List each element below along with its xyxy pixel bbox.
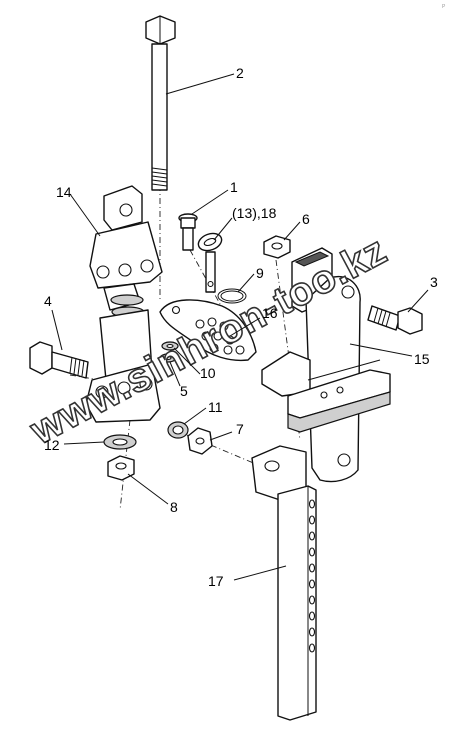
part-9-spring-clip (217, 288, 247, 304)
callout-7: 7 (236, 421, 244, 437)
callout-5: 5 (180, 383, 188, 399)
callout-2: 2 (236, 65, 244, 81)
part-2-long-bolt (145, 15, 176, 191)
callout-11: 11 (208, 399, 223, 415)
callout-10: 10 (200, 365, 216, 381)
part-17-perforated-bar (277, 485, 317, 721)
callout-14: 14 (56, 184, 72, 200)
callout-12: 12 (44, 437, 60, 453)
part-15-main-housing (251, 247, 391, 501)
part-12-washer (103, 434, 137, 450)
corner-mark: P (442, 4, 446, 10)
part-7-nut (187, 427, 213, 455)
callout-16: 16 (262, 305, 278, 321)
part-14-upper-bracket (85, 185, 163, 423)
part-11-ring (167, 421, 189, 439)
callout-17: 17 (208, 573, 224, 589)
part-4-side-bolt (29, 341, 89, 379)
leader-lines (51, 73, 429, 581)
part-13-18-pin (197, 232, 223, 293)
callout-15: 15 (414, 351, 430, 367)
callout-3: 3 (430, 274, 438, 290)
part-6-nut (263, 235, 291, 259)
part-1-small-bolt (178, 213, 198, 251)
callout-labels: 2 1 (13),18 6 9 3 14 4 16 15 10 5 11 7 1… (44, 65, 438, 589)
callout-13-18: (13),18 (232, 205, 277, 221)
callout-8: 8 (170, 499, 178, 515)
callout-6: 6 (302, 211, 310, 227)
part-16-curved-plate (159, 299, 257, 362)
callout-1: 1 (230, 179, 238, 195)
callout-4: 4 (44, 293, 52, 309)
part-3-side-bolt (367, 305, 423, 335)
callout-9: 9 (256, 265, 264, 281)
part-8-nut (107, 455, 135, 481)
part-5-washer (159, 353, 177, 363)
